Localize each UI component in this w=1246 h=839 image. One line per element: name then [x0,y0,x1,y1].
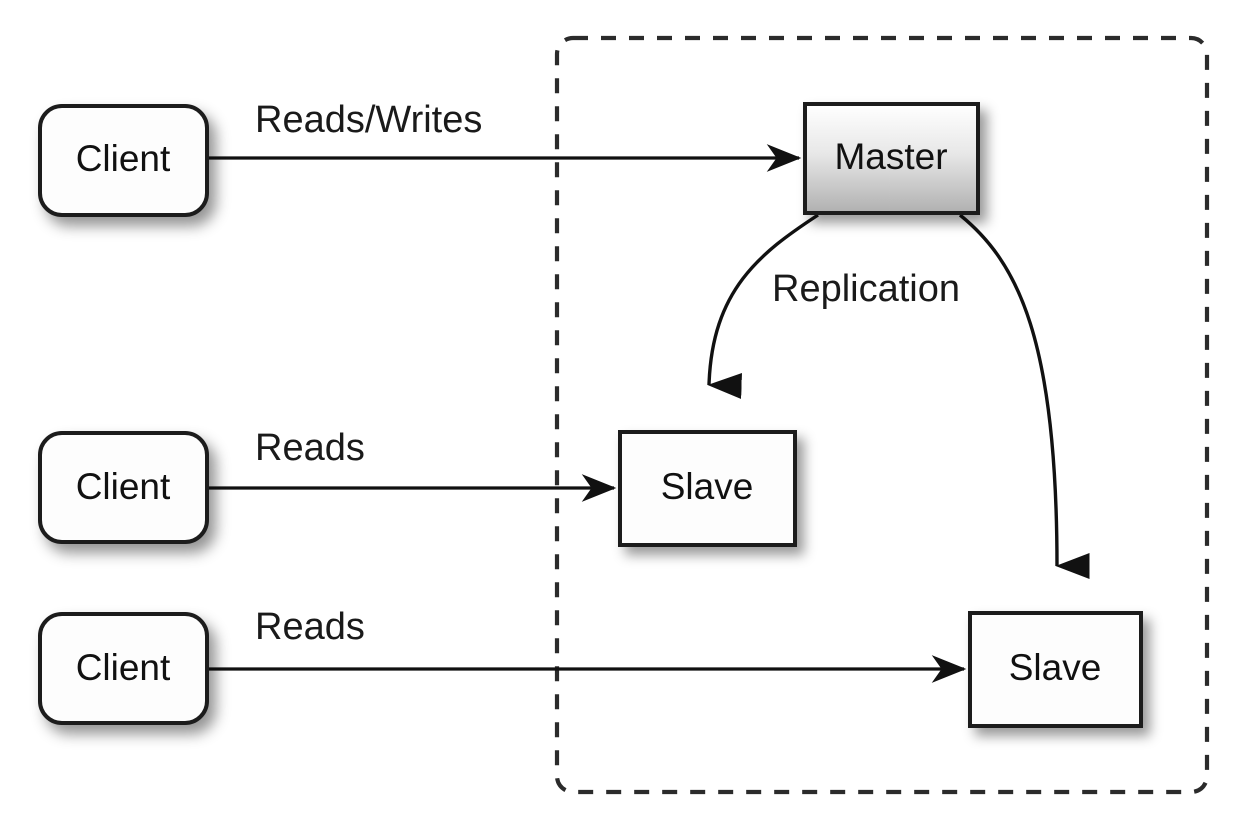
master-label: Master [834,136,947,177]
node-client-2[interactable]: Client [38,431,209,544]
node-slave-2[interactable]: Slave [968,611,1143,728]
edge-master-to-slave2-curve [958,213,1090,580]
slave-2-shape [968,611,1143,728]
edge-label-reads-bottom: Reads [255,606,365,648]
client-2-label: Client [76,466,171,507]
node-client-1[interactable]: Client [38,104,209,217]
node-slave-1[interactable]: Slave [618,430,797,547]
client-1-shape [38,104,209,217]
slave-1-shape [618,430,797,547]
client-1-label: Client [76,138,171,179]
edge-label-reads-middle: Reads [255,427,365,469]
client-3-label: Client [76,647,171,688]
slave-1-label: Slave [661,466,754,507]
client-3-shape [38,612,209,725]
slave-2-label: Slave [1009,647,1102,688]
node-master[interactable]: Master [803,102,980,215]
replication-zone-boundary [554,35,1210,795]
node-client-3[interactable]: Client [38,612,209,725]
edge-label-reads-writes: Reads/Writes [255,99,482,141]
client-2-shape [38,431,209,544]
edge-master-to-slave1-curve [707,213,819,400]
master-shape [803,102,980,215]
edge-label-replication: Replication [772,268,960,310]
